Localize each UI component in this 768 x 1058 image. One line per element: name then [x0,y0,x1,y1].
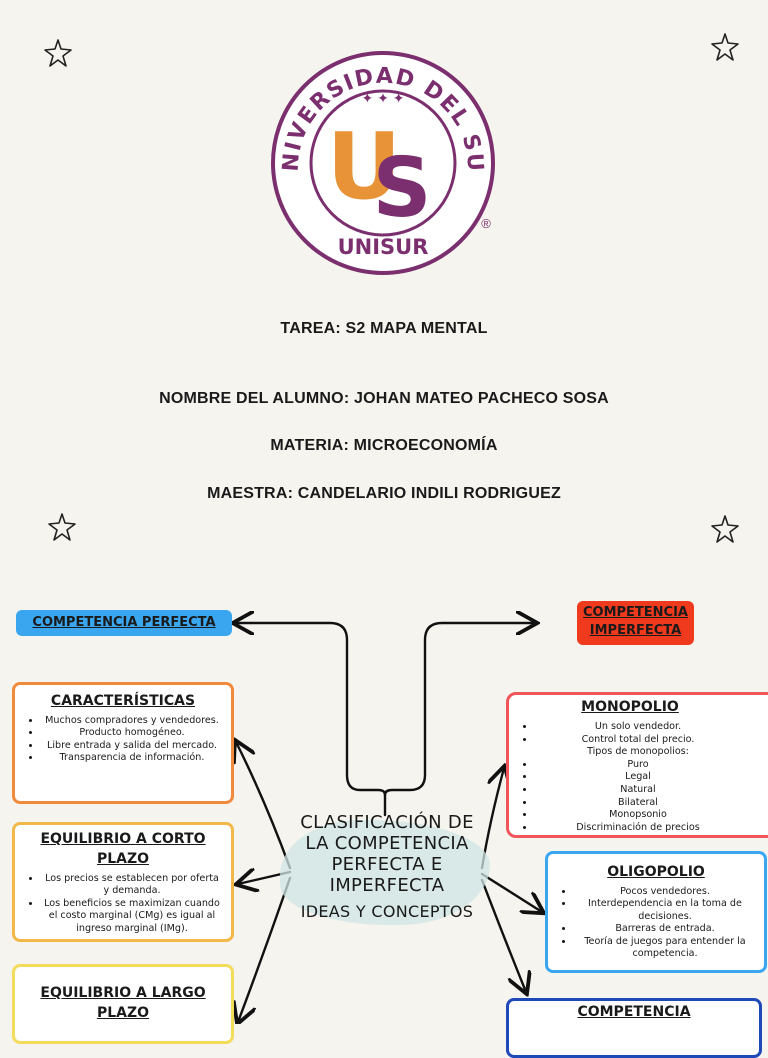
tag-competencia-imperfecta: COMPETENCIA IMPERFECTA [577,601,694,645]
tag-imperfecta-line1: COMPETENCIA [582,605,688,620]
card-equilibrio-corto-plazo: EQUILIBRIO A CORTO PLAZO Los precios se … [12,822,234,942]
list-item: Legal [535,771,741,784]
monopoly-types-heading: Tipos de monopolios: [587,746,689,758]
card-oligopolio: OLIGOPOLIO Pocos vendedores. Interdepend… [545,851,767,973]
task-title: TAREA: S2 MAPA MENTAL [280,320,488,337]
list-item: Los beneficios se maximizan cuando el co… [41,898,223,935]
card-competencia-title: COMPETENCIA [577,1004,691,1020]
list-item: Monopsonio [535,809,741,822]
center-subtitle: IDEAS Y CONCEPTOS [300,902,474,921]
star-icon [44,39,72,67]
teacher-name: MAESTRA: CANDELARIO INDILI RODRIGUEZ [207,485,561,502]
card-caracteristicas: CARACTERÍSTICAS Muchos compradores y ven… [12,682,234,804]
card-monopolio: MONOPOLIO Un solo vendedor. Control tota… [506,692,768,838]
tag-imperfecta-line2: IMPERFECTA [589,623,682,638]
card-competencia-monopolistica: COMPETENCIA [506,998,762,1058]
svg-text:S: S [372,141,431,236]
list-item: Los precios se establecen por oferta y d… [41,873,223,898]
center-line-4: IMPERFECTA [329,875,445,896]
list-item: Producto homogéneo. [41,727,223,739]
svg-text:✦ ✦ ✦: ✦ ✦ ✦ [362,90,405,106]
star-icon [711,33,739,61]
tag-competencia-perfecta: COMPETENCIA PERFECTA [16,610,232,636]
registered-mark: ® [481,216,491,231]
list-item: Bilateral [535,797,741,810]
list-item: Pocos vendedores. [574,886,756,898]
list-item: Transparencia de información. [41,752,223,764]
center-line-2: LA COMPETENCIA [305,833,469,854]
list-item: Puro [535,759,741,772]
center-highlight [280,820,490,925]
central-topic: CLASIFICACIÓN DE LA COMPETENCIA PERFECTA… [292,812,482,922]
list-item: Libre entrada y salida del mercado. [41,740,223,752]
svg-text:U: U [327,113,402,220]
list-item: Natural [535,784,741,797]
list-item: Control total del precio. [535,734,741,747]
list-item: Interdependencia en la toma de decisione… [574,898,756,923]
star-icon [711,515,739,543]
card-corto-title-1: EQUILIBRIO A CORTO [40,831,206,847]
list-item: Un solo vendedor. [535,721,741,734]
list-item: Barreras de entrada. [574,923,756,935]
logo-bottom-text: UNISUR [338,235,429,259]
list-item: Discriminación de precios [535,822,741,835]
card-oligopolio-title: OLIGOPOLIO [607,864,705,880]
card-caracteristicas-title: CARACTERÍSTICAS [50,693,196,709]
card-largo-title-1: EQUILIBRIO A LARGO [40,985,206,1001]
subject-name: MATERIA: MICROECONOMÍA [270,437,498,454]
card-largo-title-2: PLAZO [96,1005,150,1021]
card-monopolio-title: MONOPOLIO [581,699,679,715]
center-line-3: PERFECTA E [331,854,443,875]
list-item: Teoría de juegos para entender la compet… [574,936,756,961]
card-equilibrio-largo-plazo: EQUILIBRIO A LARGO PLAZO [12,964,234,1044]
card-corto-title-2: PLAZO [96,851,150,867]
student-name: NOMBRE DEL ALUMNO: JOHAN MATEO PACHECO S… [159,390,609,407]
center-line-1: CLASIFICACIÓN DE [300,812,474,833]
star-icon [48,513,76,541]
university-logo: UNIVERSIDAD DEL SUR UNISUR ✦ ✦ ✦ U S ® [268,48,495,275]
list-item: Muchos compradores y vendedores. [41,715,223,727]
